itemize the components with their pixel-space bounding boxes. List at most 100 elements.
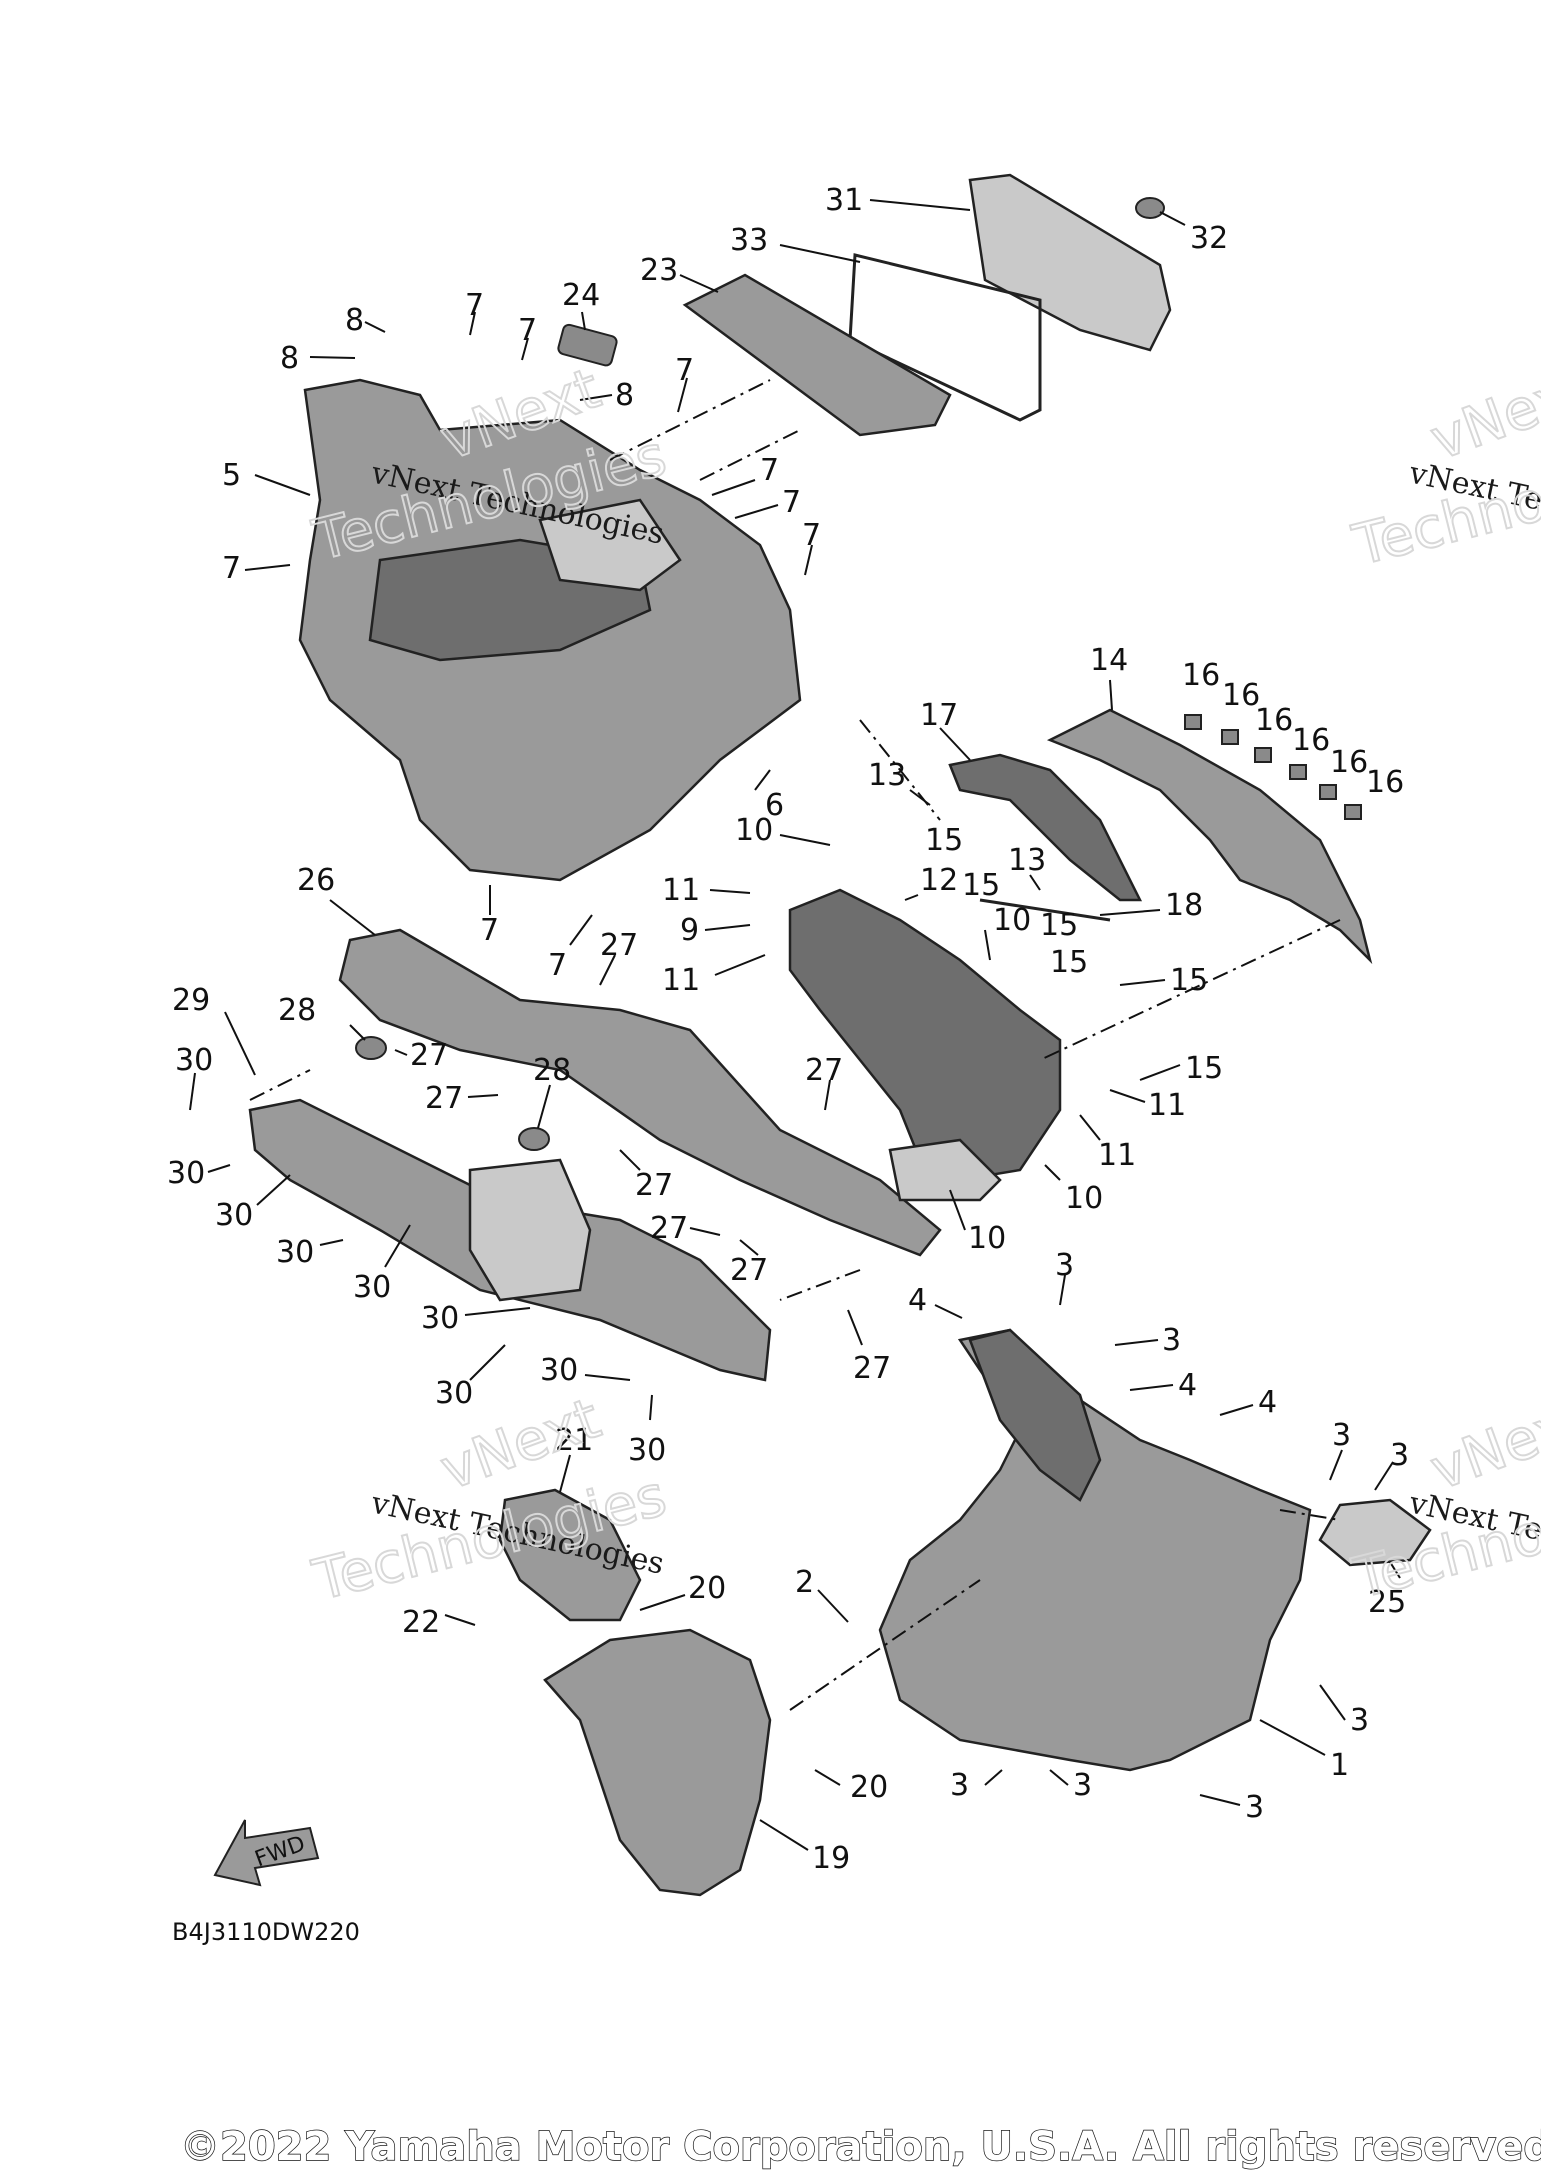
- callout-30d: 30: [276, 1235, 314, 1270]
- drawing-code: B4J3110DW220: [172, 1918, 360, 1946]
- callout-30b: 30: [167, 1156, 205, 1191]
- callout-22: 22: [402, 1605, 440, 1640]
- callout-15e: 15: [1170, 963, 1208, 998]
- fwd-arrow-shape: [213, 1819, 320, 1887]
- callout-20a: 20: [688, 1571, 726, 1606]
- callout-14: 14: [1090, 643, 1128, 678]
- callout-16a: 16: [1182, 658, 1220, 693]
- part-21-box: [498, 1488, 642, 1622]
- callout-15a: 15: [925, 823, 963, 858]
- callout-27c: 27: [425, 1081, 463, 1116]
- part-16-clip: [1221, 729, 1239, 745]
- callout-27h: 27: [853, 1351, 891, 1386]
- part-14-cover: [1046, 708, 1373, 965]
- part-16-clip: [1289, 764, 1307, 780]
- callout-13b: 13: [1008, 843, 1046, 878]
- callout-8c: 8: [615, 378, 634, 413]
- callout-32: 32: [1190, 221, 1228, 256]
- callout-33: 33: [730, 223, 768, 258]
- callout-27g: 27: [730, 1253, 768, 1288]
- callout-15f: 15: [1185, 1051, 1223, 1086]
- callout-15d: 15: [1050, 945, 1088, 980]
- part-console-body: [788, 888, 1062, 1182]
- callout-16e: 16: [1330, 745, 1368, 780]
- part-shapes: FWD: [213, 173, 1432, 1897]
- callout-27d: 27: [805, 1053, 843, 1088]
- fwd-arrow: FWD: [213, 1819, 320, 1887]
- callout-16d: 16: [1292, 723, 1330, 758]
- callout-30i: 30: [628, 1433, 666, 1468]
- callout-3d: 3: [1390, 1438, 1409, 1473]
- callout-19: 19: [812, 1841, 850, 1876]
- callout-30g: 30: [435, 1376, 473, 1411]
- part-17-cover: [948, 753, 1143, 902]
- callout-11c: 11: [1148, 1088, 1186, 1123]
- part-28-grommet-a: [355, 1036, 387, 1060]
- callout-8b: 8: [280, 341, 299, 376]
- part-29-box: [468, 1158, 592, 1302]
- callout-9: 9: [680, 913, 699, 948]
- callout-31: 31: [825, 183, 863, 218]
- callout-27b: 27: [410, 1038, 448, 1073]
- callout-3a: 3: [1055, 1248, 1074, 1283]
- callout-18: 18: [1165, 888, 1203, 923]
- callout-7b: 7: [518, 313, 537, 348]
- callout-25: 25: [1368, 1585, 1406, 1620]
- part-25-panel: [1318, 1498, 1432, 1567]
- callout-4a: 4: [908, 1283, 927, 1318]
- callout-10a: 10: [735, 813, 773, 848]
- callout-27f: 27: [650, 1211, 688, 1246]
- part-33-gasket: [848, 253, 1042, 422]
- part-23-panel: [682, 273, 952, 437]
- callout-10c: 10: [1065, 1181, 1103, 1216]
- callout-8a: 8: [345, 303, 364, 338]
- watermark-small-b: vNext: [1423, 356, 1541, 473]
- callout-7g: 7: [222, 551, 241, 586]
- callout-16f: 16: [1366, 765, 1404, 800]
- part-16-clips: [1184, 714, 1362, 820]
- callout-30h: 30: [540, 1353, 578, 1388]
- callout-30a: 30: [175, 1043, 213, 1078]
- callout-6: 6: [765, 788, 784, 823]
- callout-3h: 3: [1245, 1790, 1264, 1825]
- part-31-cover: [968, 173, 1172, 352]
- callout-3e: 3: [1350, 1703, 1369, 1738]
- assembly-lines: [249, 379, 1341, 1711]
- part-16-clip: [1184, 714, 1202, 730]
- part-1-channel: [968, 1328, 1102, 1502]
- callout-17: 17: [920, 698, 958, 733]
- part-16-clip: [1319, 784, 1337, 800]
- callout-21: 21: [555, 1423, 593, 1458]
- part-1-body: [878, 1328, 1312, 1772]
- callout-11d: 11: [1098, 1138, 1136, 1173]
- callout-16b: 16: [1222, 678, 1260, 713]
- callout-15c: 15: [1040, 908, 1078, 943]
- callout-10b: 10: [993, 903, 1031, 938]
- part-28-grommet-b: [518, 1127, 550, 1151]
- callout-1: 1: [1330, 1748, 1349, 1783]
- watermark-small-d: vNext: [1423, 1386, 1541, 1503]
- callout-2: 2: [795, 1565, 814, 1600]
- callout-20b: 20: [850, 1770, 888, 1805]
- callout-7h: 7: [480, 913, 499, 948]
- callout-16c: 16: [1255, 703, 1293, 738]
- part-24-bracket: [557, 323, 618, 367]
- part-5-block: [538, 498, 682, 592]
- callout-15b: 15: [962, 868, 1000, 903]
- callout-23: 23: [640, 253, 678, 288]
- callout-4c: 4: [1258, 1385, 1277, 1420]
- part-18-wire: [979, 898, 1111, 922]
- callout-30c: 30: [215, 1198, 253, 1233]
- callout-28a: 28: [278, 993, 316, 1028]
- callout-26: 26: [297, 863, 335, 898]
- part-console-tray: [888, 1138, 1002, 1202]
- part-32-plug: [1135, 197, 1165, 219]
- callout-4b: 4: [1178, 1368, 1197, 1403]
- callouts: 31 32 33 23 24 8 8 8 7 7 7 7 7 7 7: [167, 183, 1409, 1876]
- callout-13a: 13: [868, 758, 906, 793]
- callout-7f: 7: [802, 518, 821, 553]
- callout-12: 12: [920, 863, 958, 898]
- callout-3g: 3: [1073, 1768, 1092, 1803]
- callout-7i: 7: [548, 948, 567, 983]
